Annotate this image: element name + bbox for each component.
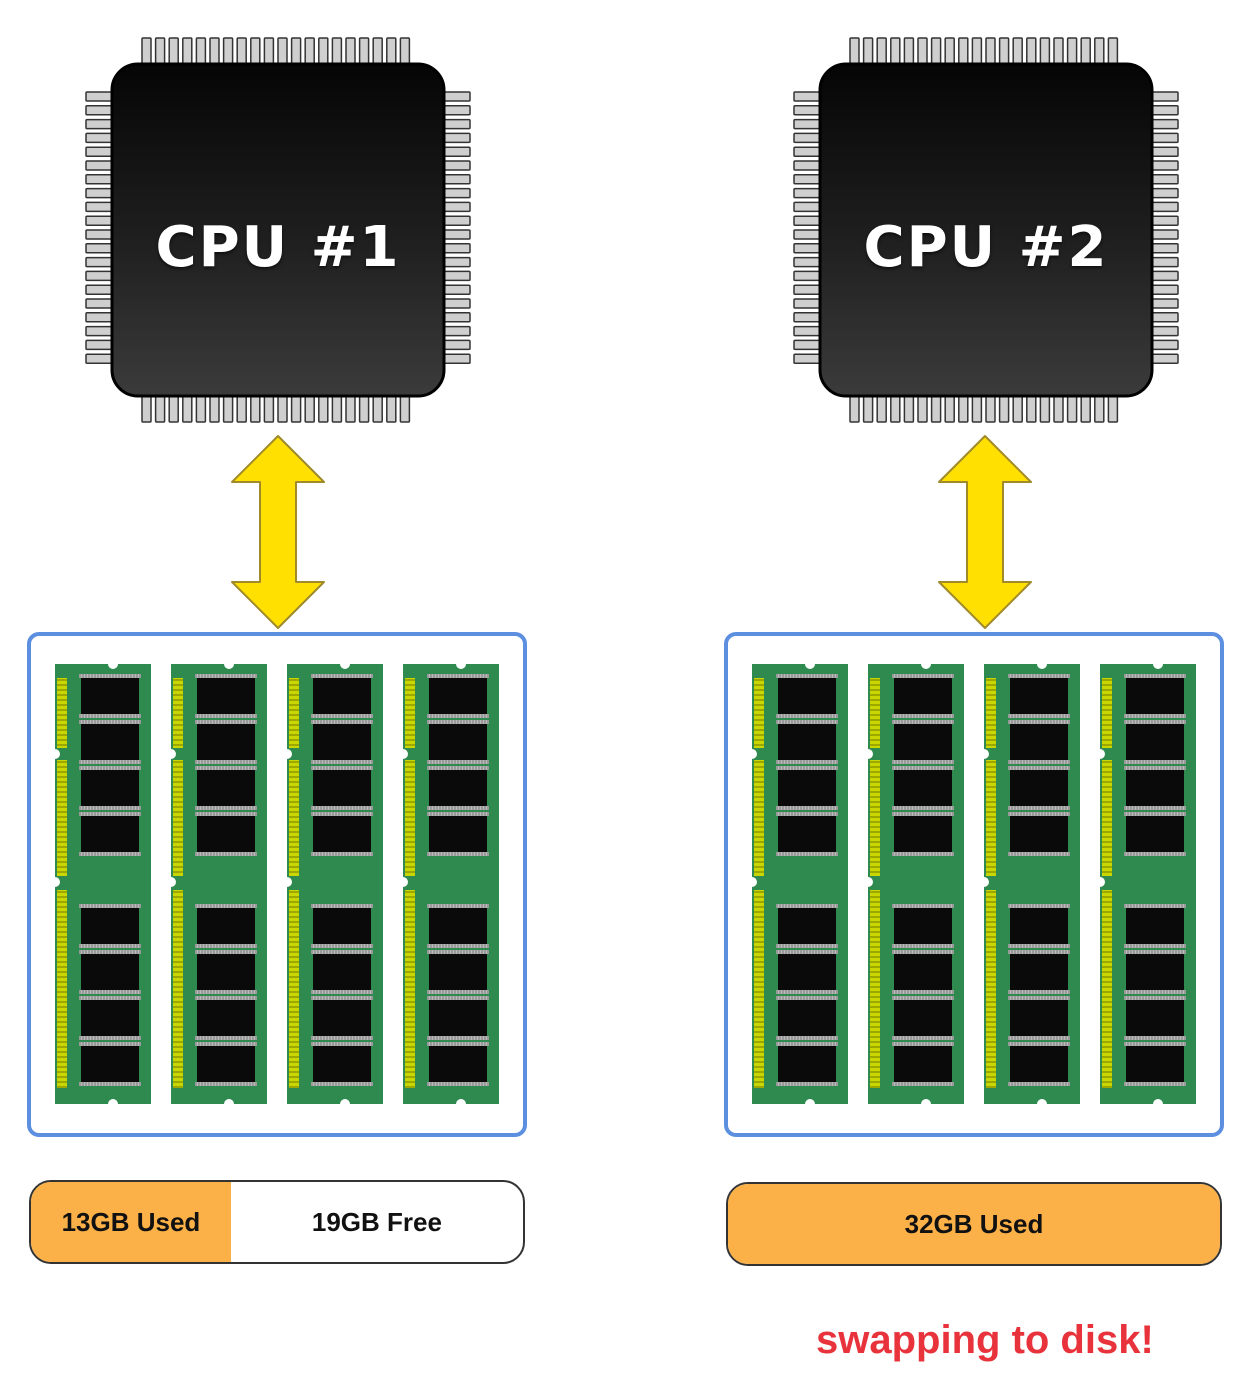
memory-usage-bar-1: 13GB Used 19GB Free bbox=[29, 1180, 525, 1264]
memory-usage-bar-2: 32GB Used bbox=[726, 1182, 1222, 1266]
ram-module-icon bbox=[287, 664, 383, 1104]
memory-used-label: 32GB Used bbox=[904, 1208, 1044, 1239]
cpu-label: CPU #2 bbox=[863, 215, 1109, 280]
cpu-label: CPU #1 bbox=[155, 215, 401, 280]
cpu-chip-2: CPU #2 bbox=[786, 30, 1186, 430]
ram-module-icon bbox=[984, 664, 1080, 1104]
swap-warning: swapping to disk! bbox=[816, 1318, 1154, 1362]
ram-bank-1 bbox=[27, 632, 527, 1137]
cpu-chip-icon bbox=[85, 37, 471, 423]
memory-free-label: 19GB Free bbox=[311, 1206, 442, 1237]
double-arrow-icon bbox=[938, 435, 1032, 629]
ram-module-icon bbox=[1100, 664, 1196, 1104]
memory-used-segment: 32GB Used bbox=[728, 1184, 1220, 1264]
ram-bank-2 bbox=[724, 632, 1224, 1137]
ram-module-icon bbox=[55, 664, 151, 1104]
double-arrow-icon bbox=[231, 435, 325, 629]
memory-used-label: 13GB Used bbox=[61, 1206, 201, 1237]
ram-module-icon bbox=[752, 664, 848, 1104]
cpu-chip-1: CPU #1 bbox=[78, 30, 478, 430]
memory-used-segment: 13GB Used bbox=[31, 1182, 231, 1262]
ram-module-icon bbox=[403, 664, 499, 1104]
ram-module-icon bbox=[868, 664, 964, 1104]
cpu-chip-icon bbox=[793, 37, 1179, 423]
memory-free-segment: 19GB Free bbox=[231, 1182, 523, 1262]
ram-module-icon bbox=[171, 664, 267, 1104]
